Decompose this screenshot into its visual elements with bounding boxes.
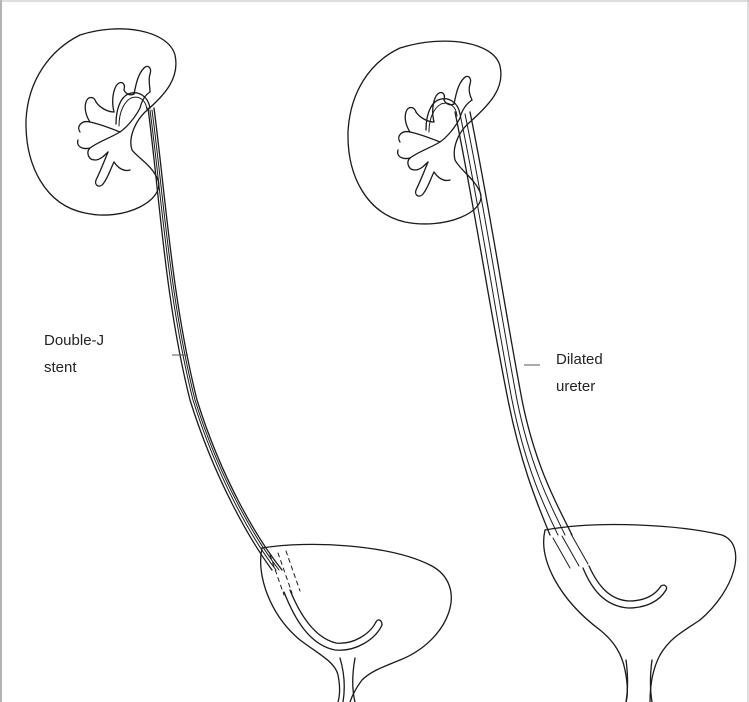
left-renal-pelvis	[78, 66, 151, 186]
stent-label: Double-J stent	[44, 332, 108, 376]
stent-label-line2: stent	[44, 359, 77, 376]
ureter-label-line2: ureter	[556, 378, 595, 395]
right-renal-pelvis	[398, 76, 472, 196]
right-urethra	[626, 660, 652, 702]
right-illustration: Dilated ureter	[348, 41, 736, 702]
ureter-label-line1: Dilated	[556, 351, 603, 368]
left-ureter-with-stent	[148, 108, 282, 570]
right-stent-bladder-segment	[553, 534, 667, 608]
left-illustration: Double-J stent	[26, 29, 451, 702]
right-bladder-outline	[545, 525, 736, 702]
stent-label-line1: Double-J	[44, 332, 104, 349]
left-bladder-outline	[262, 544, 451, 702]
ureter-label: Dilated ureter	[556, 351, 607, 395]
right-dilated-ureter	[455, 112, 572, 535]
right-kidney-outline	[348, 41, 501, 224]
left-stent-bladder-segment	[270, 551, 382, 650]
